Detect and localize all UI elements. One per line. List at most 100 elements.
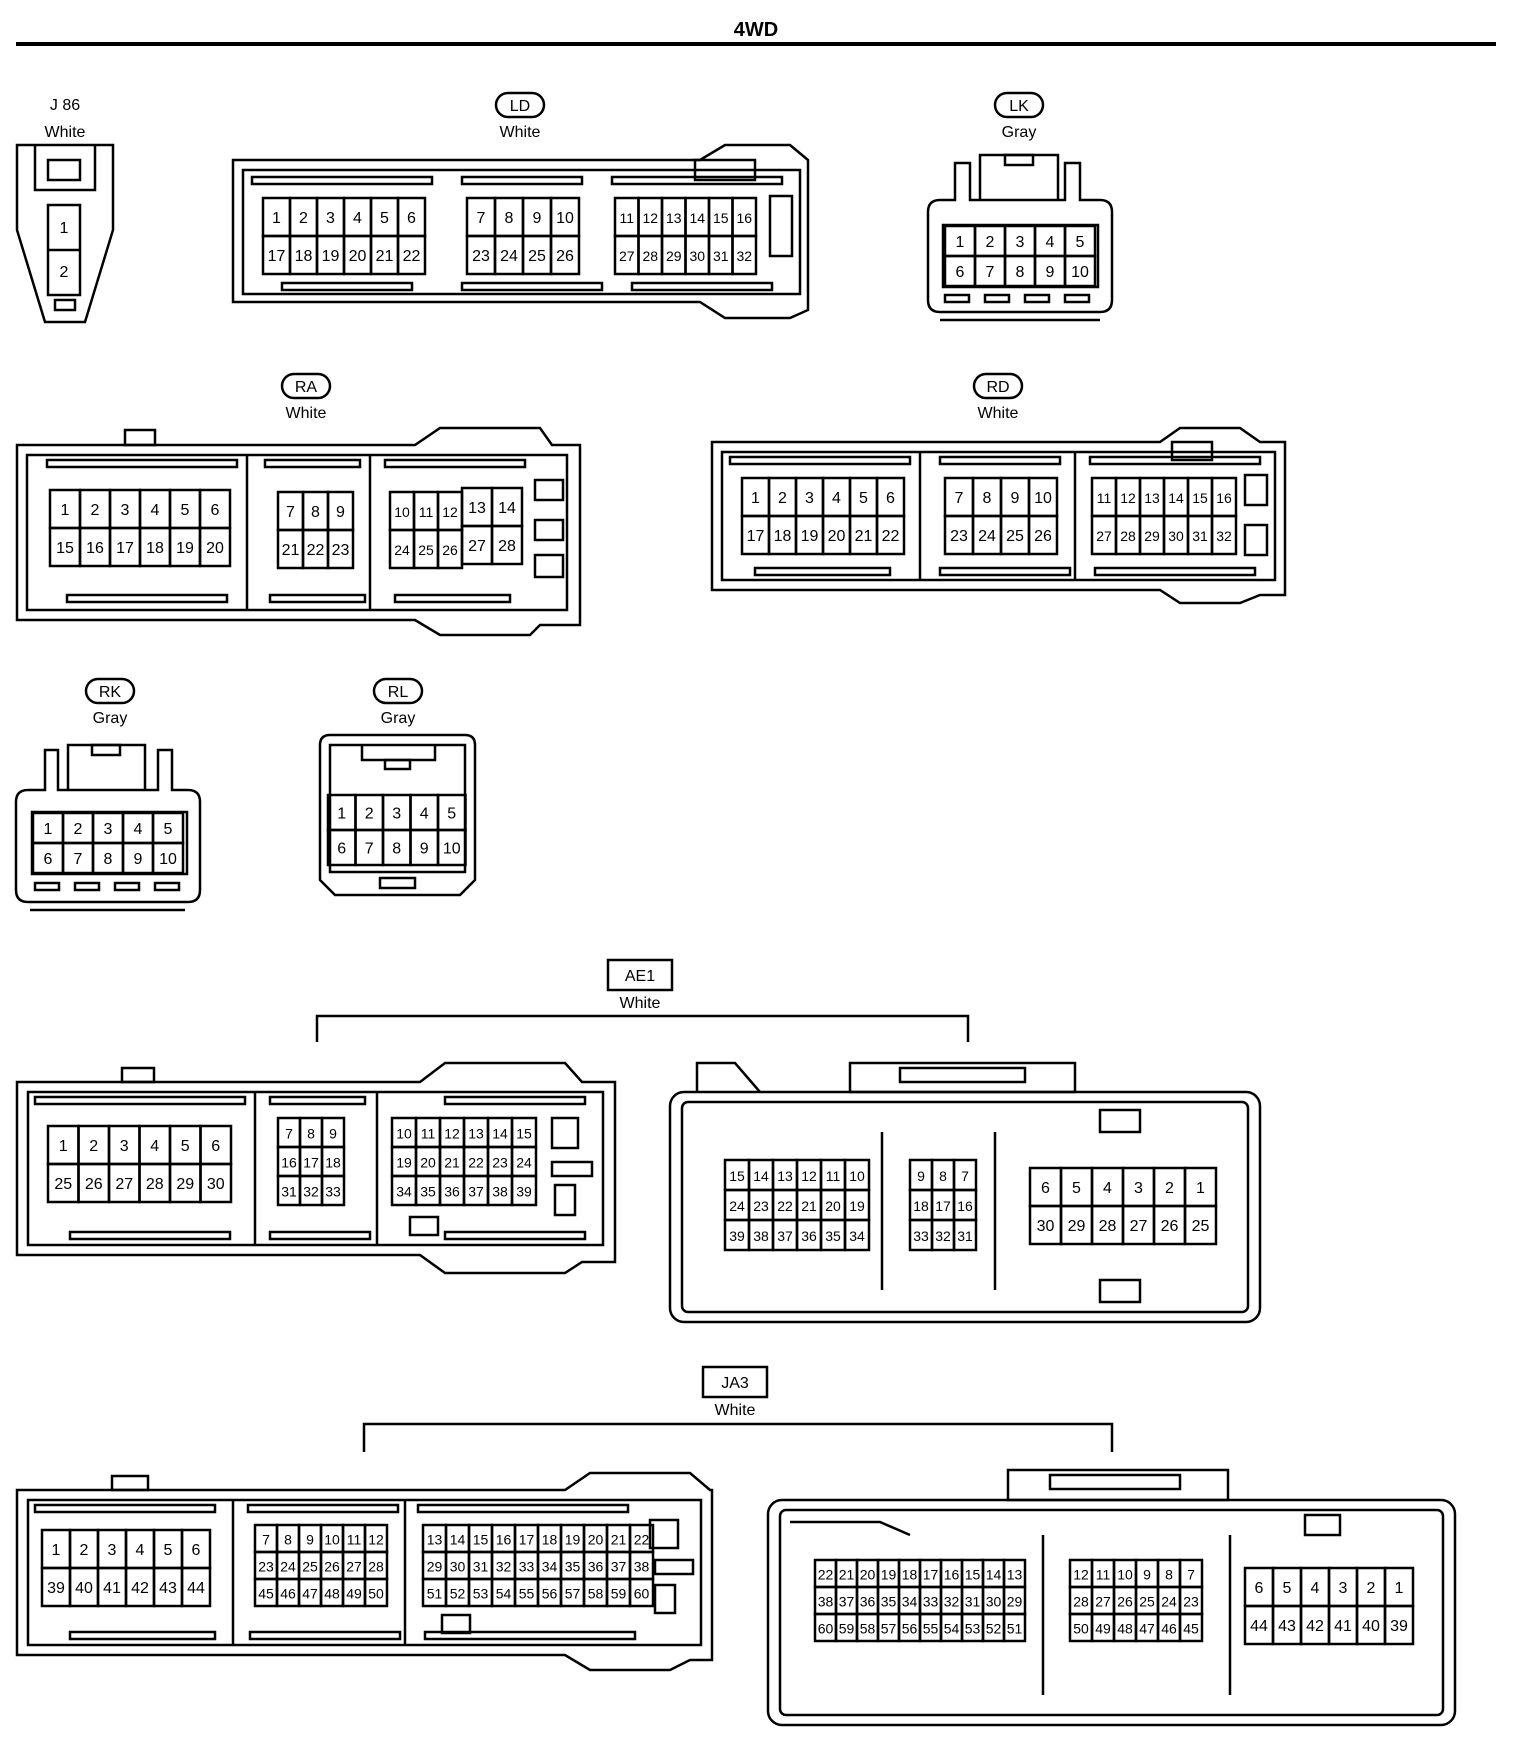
pin-number: 21	[839, 1567, 855, 1583]
ra-bottom-rib	[268, 593, 367, 604]
pin-number: 18	[295, 248, 313, 265]
pin-number: 59	[611, 1586, 627, 1602]
pin-number: 34	[902, 1594, 918, 1610]
pin-number: 36	[588, 1559, 604, 1575]
pin-number: 56	[902, 1621, 918, 1637]
pin-number: 4	[1103, 1180, 1112, 1197]
pin-number: 28	[1099, 1218, 1117, 1235]
pin-number: 25	[1139, 1594, 1155, 1610]
pin-number: 28	[1073, 1594, 1089, 1610]
ae1-left-housing	[15, 1061, 617, 1275]
pin-number: 26	[556, 248, 574, 265]
ra-color: White	[286, 405, 327, 422]
ld-top-rib	[460, 175, 584, 186]
pin-number: 7	[286, 504, 295, 521]
pin-number: 41	[103, 1580, 121, 1597]
ra-top-rib	[45, 458, 239, 469]
pin-number: 32	[944, 1594, 960, 1610]
pin-number: 16	[1216, 490, 1232, 506]
ld-color: White	[500, 124, 541, 141]
pin-number: 28	[1120, 528, 1136, 544]
pin-number: 32	[1216, 528, 1232, 544]
pin-number: 16	[736, 210, 752, 226]
pin-number: 4	[150, 1138, 159, 1155]
pin-number: 32	[935, 1228, 951, 1244]
ja3-left-bottom-rib	[248, 1630, 402, 1641]
pin-number: 14	[498, 500, 516, 517]
pin-number: 21	[444, 1155, 460, 1171]
ja3-left-bottom-key	[440, 1613, 472, 1635]
pin-number: 17	[116, 540, 134, 557]
pin-number: 43	[159, 1580, 177, 1597]
rd-side-lock	[1243, 523, 1269, 557]
rd-top-rib	[938, 455, 1062, 466]
pin-number: 1	[1196, 1180, 1205, 1197]
pin-cell	[199, 1162, 233, 1204]
pin-number: 3	[108, 1542, 117, 1559]
pin-number: 9	[1143, 1567, 1151, 1583]
pin-number: 2	[80, 1542, 89, 1559]
pin-number: 53	[965, 1621, 981, 1637]
pin-number: 1	[956, 234, 965, 251]
pin-number: 31	[713, 248, 729, 264]
pin-number: 28	[642, 248, 658, 264]
pin-number: 8	[307, 1126, 315, 1142]
pin-number: 3	[805, 490, 814, 507]
pin-number: 9	[336, 504, 345, 521]
pin-number: 10	[1034, 490, 1052, 507]
pin-number: 29	[1068, 1218, 1086, 1235]
lk-name: LK	[1009, 98, 1029, 115]
ae1-color: White	[620, 995, 661, 1012]
pin-number: 49	[1095, 1621, 1111, 1637]
pin-number: 5	[380, 210, 389, 227]
rl-bottom-key	[378, 876, 417, 890]
pin-number: 43	[1278, 1618, 1296, 1635]
pin-number: 37	[839, 1594, 855, 1610]
pin-number: 5	[164, 821, 173, 838]
pin-number: 15	[729, 1168, 745, 1184]
rk-housing	[14, 748, 202, 904]
ra-bottom-rib	[65, 593, 229, 604]
pin-number: 12	[801, 1168, 817, 1184]
rl-latch	[360, 745, 437, 762]
pin-cell	[549, 234, 581, 276]
ja3-left-bottom-rib	[68, 1630, 217, 1641]
rk-bottom-tab	[73, 881, 101, 892]
pin-number: 15	[473, 1532, 489, 1548]
pin-number: 30	[689, 248, 705, 264]
pin-number: 39	[516, 1184, 532, 1200]
connector-j86: J 86 White 1 2	[15, 97, 115, 324]
pin-number: 7	[961, 1168, 969, 1184]
pin-number: 20	[349, 248, 367, 265]
pin-number: 14	[689, 210, 705, 226]
pin-number: 30	[207, 1176, 225, 1193]
ae1-right-housing-inner	[680, 1100, 1250, 1314]
pin-number: 31	[965, 1594, 981, 1610]
pin-number: 17	[923, 1567, 939, 1583]
pin-number: 2	[778, 490, 787, 507]
pin-number: 6	[956, 264, 965, 281]
pin-number: 59	[839, 1621, 855, 1637]
rk-name: RK	[99, 684, 122, 701]
pin-number: 22	[777, 1198, 793, 1214]
j86-name: J 86	[50, 97, 80, 114]
pin-number: 21	[801, 1198, 817, 1214]
pin-number: 37	[777, 1228, 793, 1244]
pin-number: 38	[492, 1184, 508, 1200]
pin-number: 1	[44, 821, 53, 838]
pin-number: 19	[322, 248, 340, 265]
pin-number: 3	[1134, 1180, 1143, 1197]
pin-number: 16	[496, 1532, 512, 1548]
rk-bottom-tab	[113, 881, 141, 892]
pin-number: 23	[258, 1559, 274, 1575]
ae1-left-top-rib	[268, 1095, 367, 1106]
